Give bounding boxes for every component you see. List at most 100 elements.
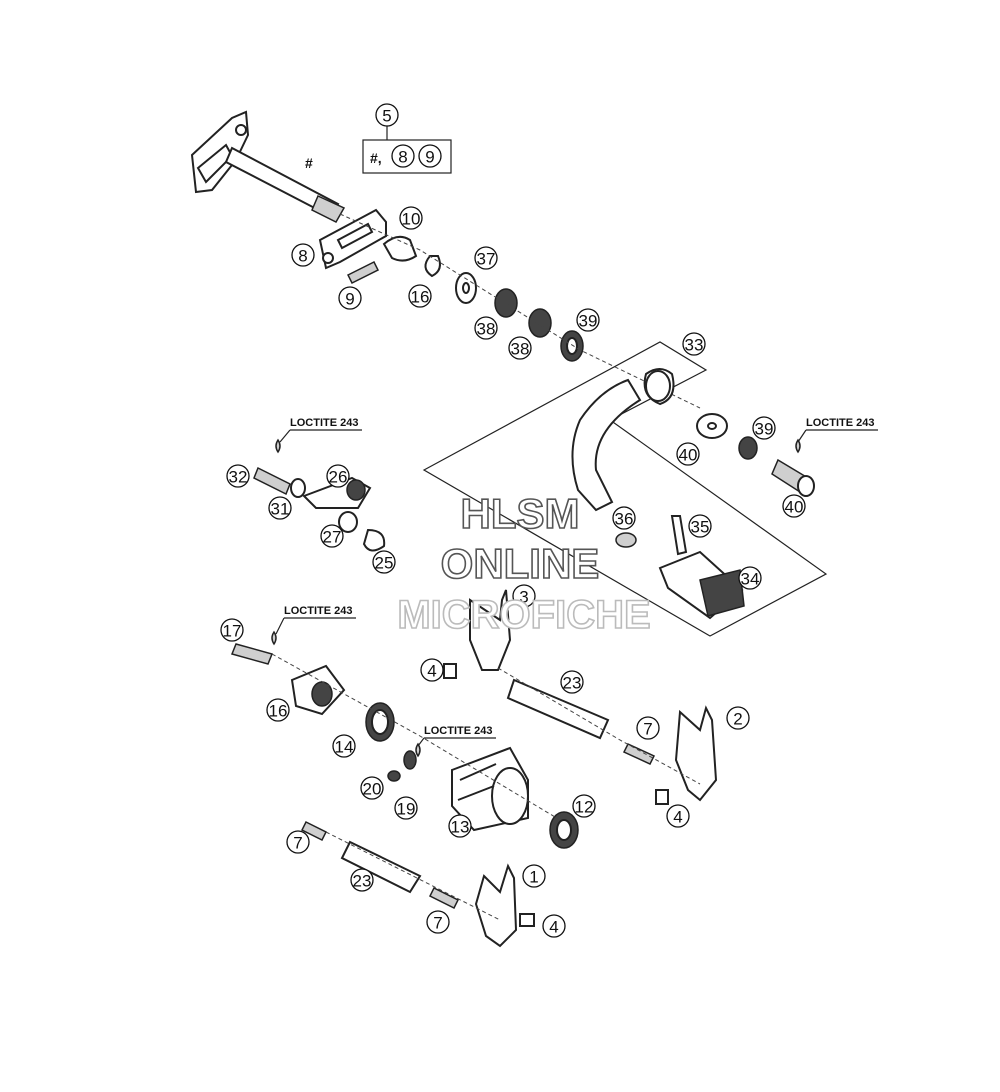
loctite-label-2: LOCTITE 243 <box>797 417 878 443</box>
kit-box: #, 8 9 <box>362 126 452 174</box>
callout-26: 31 <box>268 496 292 520</box>
callout-33: 35 <box>688 514 712 538</box>
callout-7c: 7 <box>426 910 450 934</box>
callout-8: 8 <box>291 243 315 267</box>
callout-34: 36 <box>612 506 636 530</box>
callout-4c: 4 <box>542 914 566 938</box>
svg-text:7: 7 <box>433 914 442 933</box>
svg-text:37: 37 <box>477 250 496 269</box>
callout-10: 10 <box>399 206 423 230</box>
svg-text:16: 16 <box>411 288 430 307</box>
svg-text:4: 4 <box>549 918 558 937</box>
callout-5: 5 <box>375 103 399 127</box>
svg-text:13: 13 <box>451 818 470 837</box>
svg-text:LOCTITE 243: LOCTITE 243 <box>290 417 358 429</box>
callout-1: 1 <box>522 864 546 888</box>
svg-text:19: 19 <box>397 800 416 819</box>
callout-12: 13 <box>448 814 472 838</box>
svg-text:35: 35 <box>691 518 710 537</box>
loctite-label-1: LOCTITE 243 <box>279 417 362 443</box>
svg-text:4: 4 <box>673 808 682 827</box>
svg-text:10: 10 <box>402 210 421 229</box>
callout-40: 40 <box>782 494 806 518</box>
svg-text:20: 20 <box>363 780 382 799</box>
svg-text:LOCTITE 243: LOCTITE 243 <box>424 725 492 737</box>
callout-7b: 7 <box>286 830 310 854</box>
svg-text:26: 26 <box>329 468 348 487</box>
loctite-label-3: LOCTITE 243 <box>275 605 356 635</box>
svg-text:9: 9 <box>345 290 354 309</box>
svg-text:7: 7 <box>293 834 302 853</box>
svg-text:14: 14 <box>335 738 354 757</box>
callout-9: 9 <box>338 286 362 310</box>
callout-35: 37 <box>474 246 498 270</box>
callout-31: 33 <box>682 332 706 356</box>
svg-text:8: 8 <box>298 247 307 266</box>
callout-13: 14 <box>332 734 356 758</box>
svg-text:40: 40 <box>785 498 804 517</box>
callout-11: 12 <box>572 794 596 818</box>
callout-3: 3 <box>512 584 536 608</box>
loctite-label-4: LOCTITE 243 <box>417 725 496 747</box>
detent-group <box>253 466 386 552</box>
svg-text:2: 2 <box>733 710 742 729</box>
svg-text:25: 25 <box>375 554 394 573</box>
callout-16: 17 <box>220 618 244 642</box>
svg-text:31: 31 <box>271 500 290 519</box>
shift-lever-frame <box>422 341 828 637</box>
callout-32: 34 <box>738 566 762 590</box>
svg-text:39: 39 <box>755 420 774 439</box>
callout-4a: 4 <box>420 658 444 682</box>
svg-text:36: 36 <box>615 510 634 529</box>
callout-36b: 38 <box>508 336 532 360</box>
svg-text:LOCTITE 243: LOCTITE 243 <box>806 417 874 429</box>
watermark-line-2: ONLINE <box>441 540 600 587</box>
svg-text:34: 34 <box>741 570 760 589</box>
svg-text:LOCTITE 243: LOCTITE 243 <box>284 605 352 617</box>
svg-text:38: 38 <box>477 320 496 339</box>
callout-18: 20 <box>360 776 384 800</box>
svg-text:32: 32 <box>229 468 248 487</box>
svg-text:38: 38 <box>511 340 530 359</box>
kit-item-a: 8 <box>398 148 407 167</box>
svg-text:23: 23 <box>563 674 582 693</box>
callout-7a: 7 <box>636 716 660 740</box>
callout-27: 32 <box>226 464 250 488</box>
svg-text:5: 5 <box>382 107 391 126</box>
callout-14: 16 <box>408 284 432 308</box>
callout-23: 25 <box>372 550 396 574</box>
svg-text:39: 39 <box>579 312 598 331</box>
svg-text:3: 3 <box>519 588 528 607</box>
spring-9 <box>346 260 380 285</box>
callout-39: 39 <box>752 416 776 440</box>
svg-text:4: 4 <box>427 662 436 681</box>
callout-37: 39 <box>576 308 600 332</box>
shift-shaft: # <box>190 110 346 223</box>
callout-4b: 4 <box>666 804 690 828</box>
svg-text:12: 12 <box>575 798 594 817</box>
callout-38: 40 <box>676 442 700 466</box>
callout-24: 26 <box>326 464 350 488</box>
svg-text:17: 17 <box>223 622 242 641</box>
watermark-line-1: HLSM <box>461 490 580 537</box>
svg-text:33: 33 <box>685 336 704 355</box>
kit-hash: #, <box>370 150 382 166</box>
svg-text:1: 1 <box>529 868 538 887</box>
svg-text:23: 23 <box>353 872 372 891</box>
shaft-hash-mark: # <box>305 155 313 171</box>
svg-text:16: 16 <box>269 702 288 721</box>
watermark-line-3: MICROFICHE <box>397 593 650 637</box>
svg-text:40: 40 <box>679 446 698 465</box>
shift-drum-group <box>230 589 718 948</box>
svg-text:27: 27 <box>323 528 342 547</box>
svg-text:7: 7 <box>643 720 652 739</box>
kit-item-b: 9 <box>425 148 434 167</box>
callout-36a: 38 <box>474 316 498 340</box>
callout-19: 23 <box>350 868 374 892</box>
callout-15: 16 <box>266 698 290 722</box>
callout-25: 27 <box>320 524 344 548</box>
callout-2: 2 <box>726 706 750 730</box>
callout-20: 23 <box>560 670 584 694</box>
callout-17: 19 <box>394 796 418 820</box>
